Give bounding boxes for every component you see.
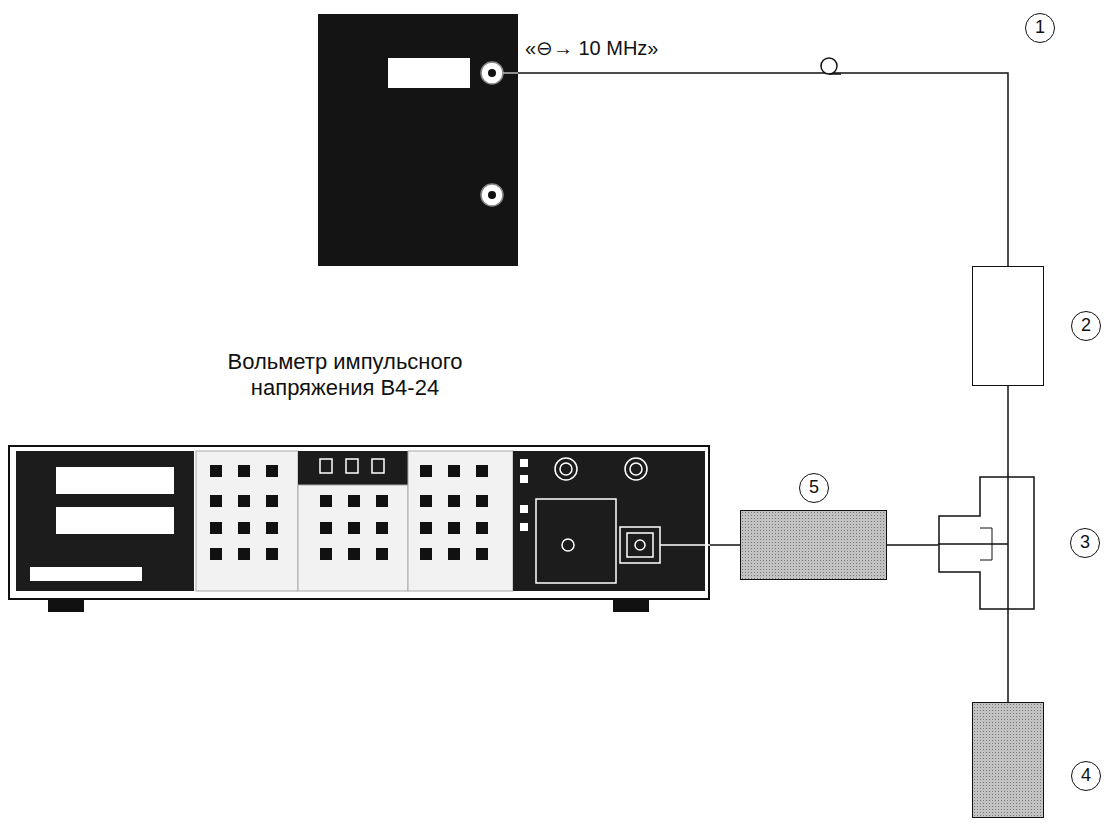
device-title: Вольметр импульсного напряжения В4-24 xyxy=(170,349,520,402)
voltmeter-box: Вольметр импульсного напряжения В4-24 xyxy=(8,445,710,600)
callout-number: 1 xyxy=(1025,13,1055,43)
voltmeter-details xyxy=(16,451,710,591)
load-box: 4 xyxy=(972,702,1044,818)
coax-symbol xyxy=(821,58,841,74)
cable-line xyxy=(1007,610,1009,702)
cable-line xyxy=(887,544,938,546)
generator-box: «⊖→ 10 MHz» xyxy=(318,14,518,266)
callout-number: 2 xyxy=(1071,311,1101,341)
generator-details xyxy=(388,58,518,206)
component-box: 2 xyxy=(972,266,1044,386)
callout-number: 5 xyxy=(799,473,829,503)
tee-outline xyxy=(938,476,1036,610)
cable-line xyxy=(710,544,740,546)
cable-line xyxy=(518,73,1008,266)
callout-number: 4 xyxy=(1071,761,1101,791)
output-label: «⊖→ 10 MHz» xyxy=(525,36,658,60)
tee-connector: 3 xyxy=(938,476,1036,610)
attenuator-box: 5 xyxy=(740,510,887,580)
cable-line xyxy=(1007,386,1009,476)
callout-number: 3 xyxy=(1070,528,1100,558)
voltmeter-feet xyxy=(48,600,649,612)
